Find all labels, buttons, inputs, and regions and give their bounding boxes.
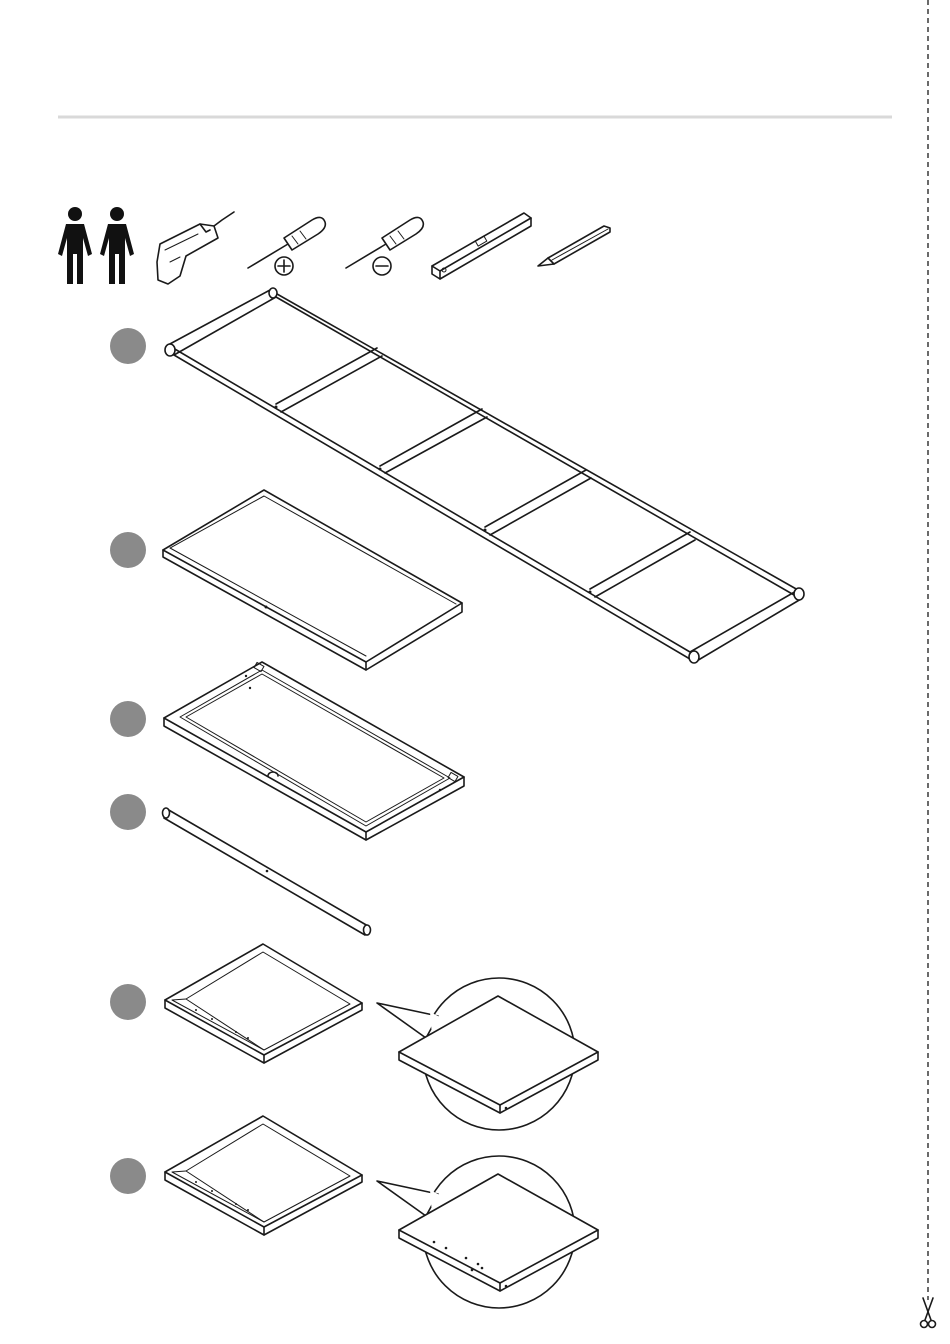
phillips-screwdriver-icon [248,217,325,275]
smooth-panel-detail-callout [377,978,598,1130]
person-icon [100,207,134,284]
flathead-screwdriver-icon [346,217,423,275]
scissors-icon [921,1298,936,1328]
part-badge [110,701,146,737]
pencil-icon [538,226,610,266]
part-badge [110,984,146,1020]
power-drill-icon [157,212,234,284]
small-panel-icon [165,944,362,1063]
two-person-icon [58,207,134,284]
spirit-level-icon [432,213,531,279]
small-panel-icon [165,1116,362,1235]
part-badge [110,328,146,364]
flat-panel-icon [163,490,462,670]
part-badge [110,794,146,830]
framed-panel-icon [164,662,464,840]
holes-panel-detail-callout [377,1156,598,1308]
part-badge [110,1158,146,1194]
part-badge [110,532,146,568]
person-icon [58,207,92,284]
rod-icon [163,808,371,935]
